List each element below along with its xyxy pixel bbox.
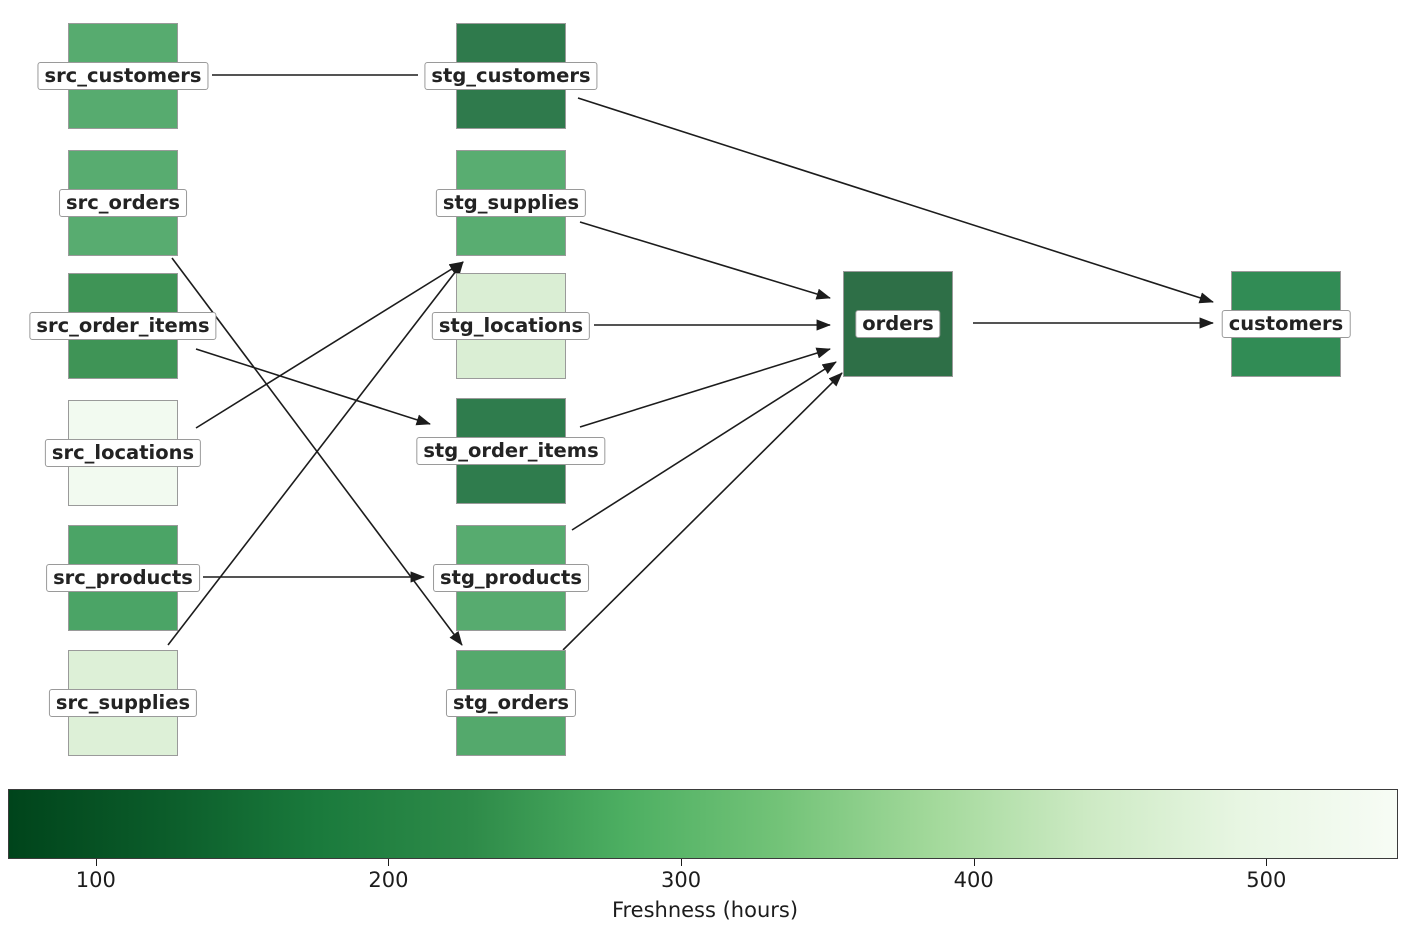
node-label-orders[interactable]: orders <box>855 309 941 339</box>
node-label-src_supplies[interactable]: src_supplies <box>48 688 198 718</box>
node-label-stg_locations[interactable]: stg_locations <box>431 311 591 341</box>
colorbar-tick-200 <box>388 859 390 866</box>
colorbar-tick-label-400: 400 <box>953 868 994 892</box>
node-label-src_locations[interactable]: src_locations <box>44 438 202 468</box>
colorbar-tick-label-200: 200 <box>368 868 409 892</box>
node-label-src_orders[interactable]: src_orders <box>59 188 187 218</box>
edge-stg_order_items-to-orders <box>579 347 831 428</box>
node-label-src_order_items[interactable]: src_order_items <box>29 311 217 341</box>
colorbar[interactable] <box>8 789 1398 859</box>
colorbar-tick-label-100: 100 <box>75 868 116 892</box>
colorbar-tick-400 <box>973 859 975 866</box>
node-label-stg_products[interactable]: stg_products <box>433 563 589 593</box>
edge-stg_supplies-to-orders <box>579 221 831 300</box>
node-label-stg_supplies[interactable]: stg_supplies <box>435 188 587 218</box>
colorbar-tick-300 <box>681 859 683 866</box>
edge-stg_orders-to-orders <box>562 372 843 651</box>
node-label-src_customers[interactable]: src_customers <box>37 61 209 91</box>
colorbar-tick-label-300: 300 <box>661 868 702 892</box>
edge-stg_customers-to-customers <box>577 97 1214 304</box>
colorbar-axis-label: Freshness (hours) <box>611 898 799 922</box>
node-label-src_products[interactable]: src_products <box>46 563 200 593</box>
colorbar-tick-100 <box>95 859 97 866</box>
node-label-stg_customers[interactable]: stg_customers <box>424 61 598 91</box>
node-label-customers[interactable]: customers <box>1221 309 1351 339</box>
edge-stg_products-to-orders <box>571 361 837 531</box>
colorbar-tick-500 <box>1266 859 1268 866</box>
edge-src_locations-to-stg_locations <box>195 261 464 429</box>
edge-src_order_items-to-stg_order_items <box>195 348 431 426</box>
node-label-stg_orders[interactable]: stg_orders <box>445 688 577 718</box>
node-label-stg_order_items[interactable]: stg_order_items <box>416 436 606 466</box>
colorbar-tick-label-500: 500 <box>1246 868 1287 892</box>
colorbar-gradient <box>9 790 1397 858</box>
edge-src_supplies-to-stg_supplies <box>167 261 464 646</box>
